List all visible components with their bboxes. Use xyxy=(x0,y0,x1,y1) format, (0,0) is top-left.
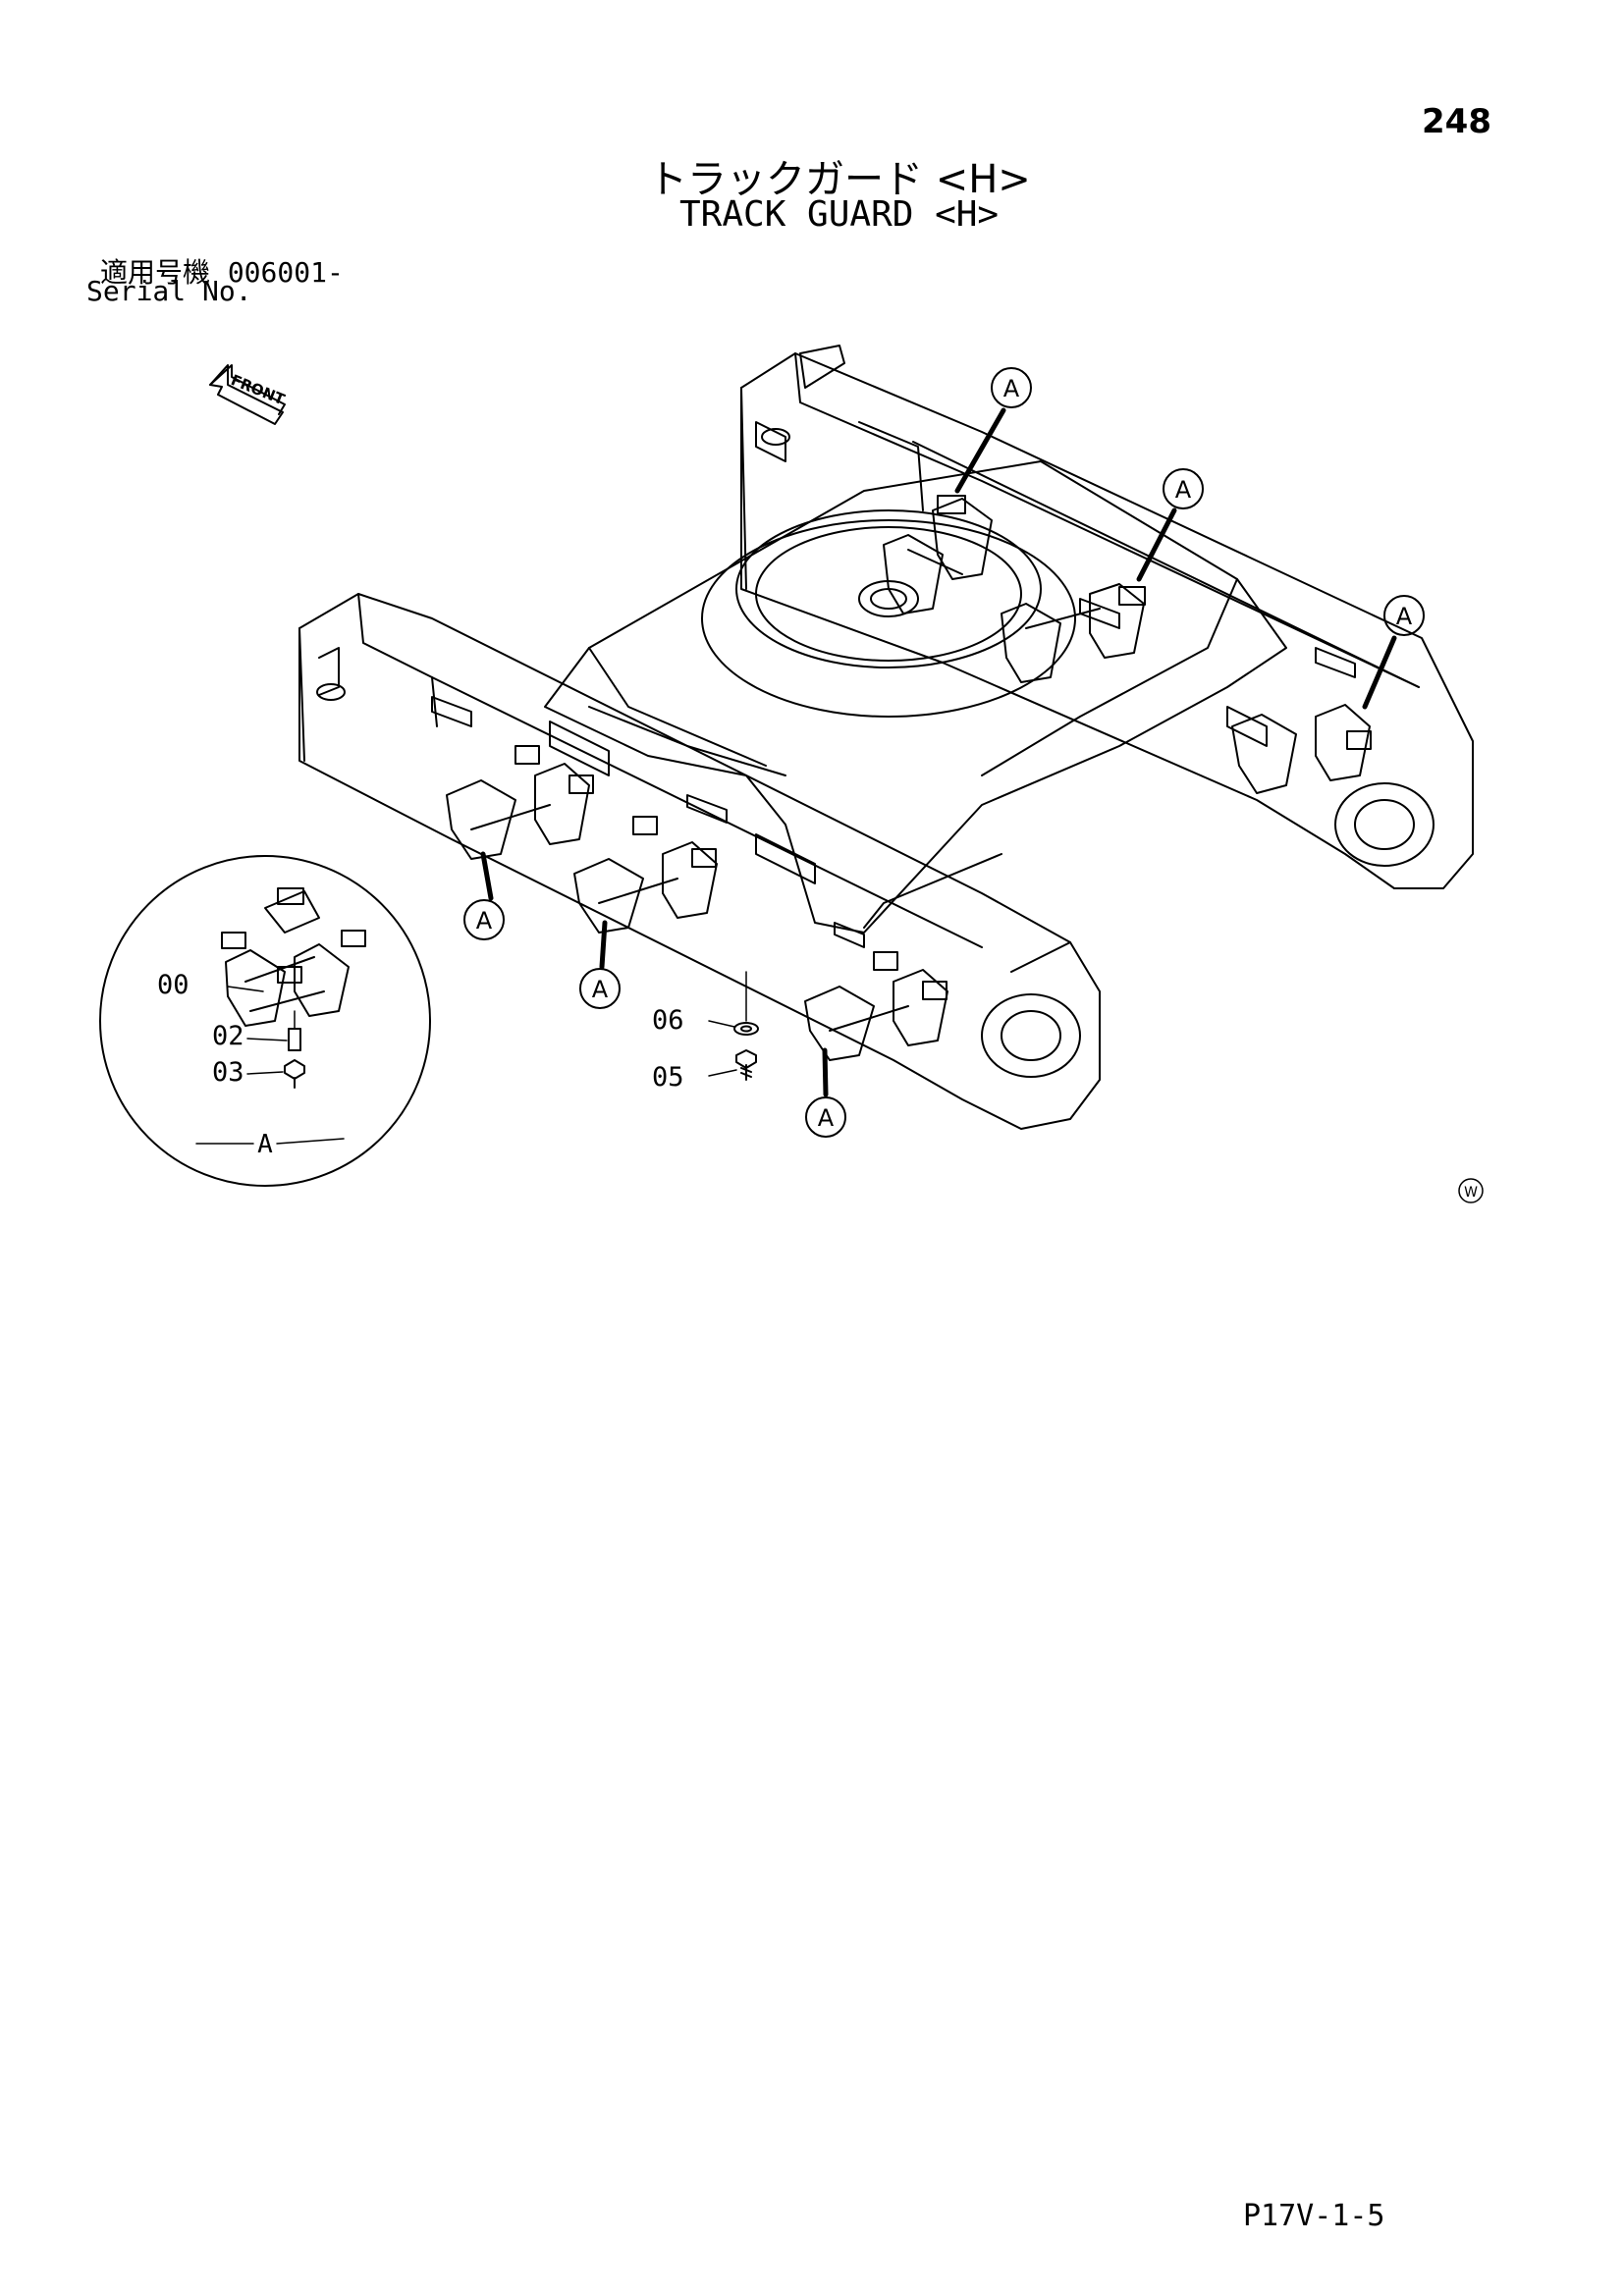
callout-leader-3 xyxy=(1362,635,1397,710)
leader-06 xyxy=(708,1020,735,1028)
bolt-05-icon xyxy=(735,1049,757,1081)
track-guard-upper-left xyxy=(883,495,993,614)
page-title-japanese: トラックガード <H> xyxy=(648,157,1031,202)
part-label-00: 00 xyxy=(157,970,189,1000)
front-arrow-label: FRONT xyxy=(229,371,289,408)
serial-value: 006001- xyxy=(227,256,344,289)
leader-05 xyxy=(708,1069,737,1077)
callout-leader-4 xyxy=(480,851,494,901)
serial-label-english: Serial No. xyxy=(86,275,252,307)
callout-leaders xyxy=(480,407,1397,1097)
track-frame xyxy=(298,345,1474,1130)
callout-letter-1: A xyxy=(1003,375,1020,402)
callout-leader-6 xyxy=(822,1047,829,1097)
part-label-02: 02 xyxy=(212,1021,244,1051)
detail-view-label: A xyxy=(257,1130,273,1159)
callout-leader-5 xyxy=(599,920,608,970)
page-number: 248 xyxy=(1422,102,1491,141)
corner-mark-w-icon: W xyxy=(1458,1178,1484,1203)
track-guard-lower-middle xyxy=(573,816,718,934)
track-guard-lower-right xyxy=(804,951,948,1061)
callout-circle-6 xyxy=(805,1096,846,1138)
corner-mark-letter: W xyxy=(1464,1185,1478,1201)
callout-letter-6: A xyxy=(818,1104,835,1132)
callout-circle-2 xyxy=(1163,468,1204,509)
serial-label-japanese: 適用号機 006001- xyxy=(100,251,344,291)
washer-06-icon xyxy=(733,1022,759,1036)
callout-circle-4 xyxy=(463,899,505,940)
footer-code: P17V-1-5 xyxy=(1243,2199,1385,2233)
track-guard-upper-right xyxy=(1231,704,1372,794)
part-label-05: 05 xyxy=(652,1062,684,1093)
page-title-english: TRACK GUARD <H> xyxy=(679,194,1000,235)
serial-label-jp-text: 適用号機 xyxy=(100,256,211,289)
callout-circle-5 xyxy=(579,968,621,1009)
callout-letter-3: A xyxy=(1396,603,1413,630)
callout-circle-3 xyxy=(1383,595,1425,636)
callout-leader-2 xyxy=(1136,507,1177,582)
callout-letter-5: A xyxy=(592,976,609,1003)
track-guard-lower-left xyxy=(446,745,594,860)
detail-view-a xyxy=(99,855,431,1187)
track-guard-upper-middle xyxy=(1001,583,1146,683)
callout-markers xyxy=(463,367,1425,1138)
callout-leader-1 xyxy=(954,407,1006,494)
callout-letter-2: A xyxy=(1175,476,1192,504)
front-arrow-icon: FRONT xyxy=(209,364,289,425)
part-label-06: 06 xyxy=(652,1005,684,1036)
part-label-03: 03 xyxy=(212,1057,244,1088)
callout-letter-4: A xyxy=(476,907,493,934)
callout-circle-1 xyxy=(991,367,1032,408)
